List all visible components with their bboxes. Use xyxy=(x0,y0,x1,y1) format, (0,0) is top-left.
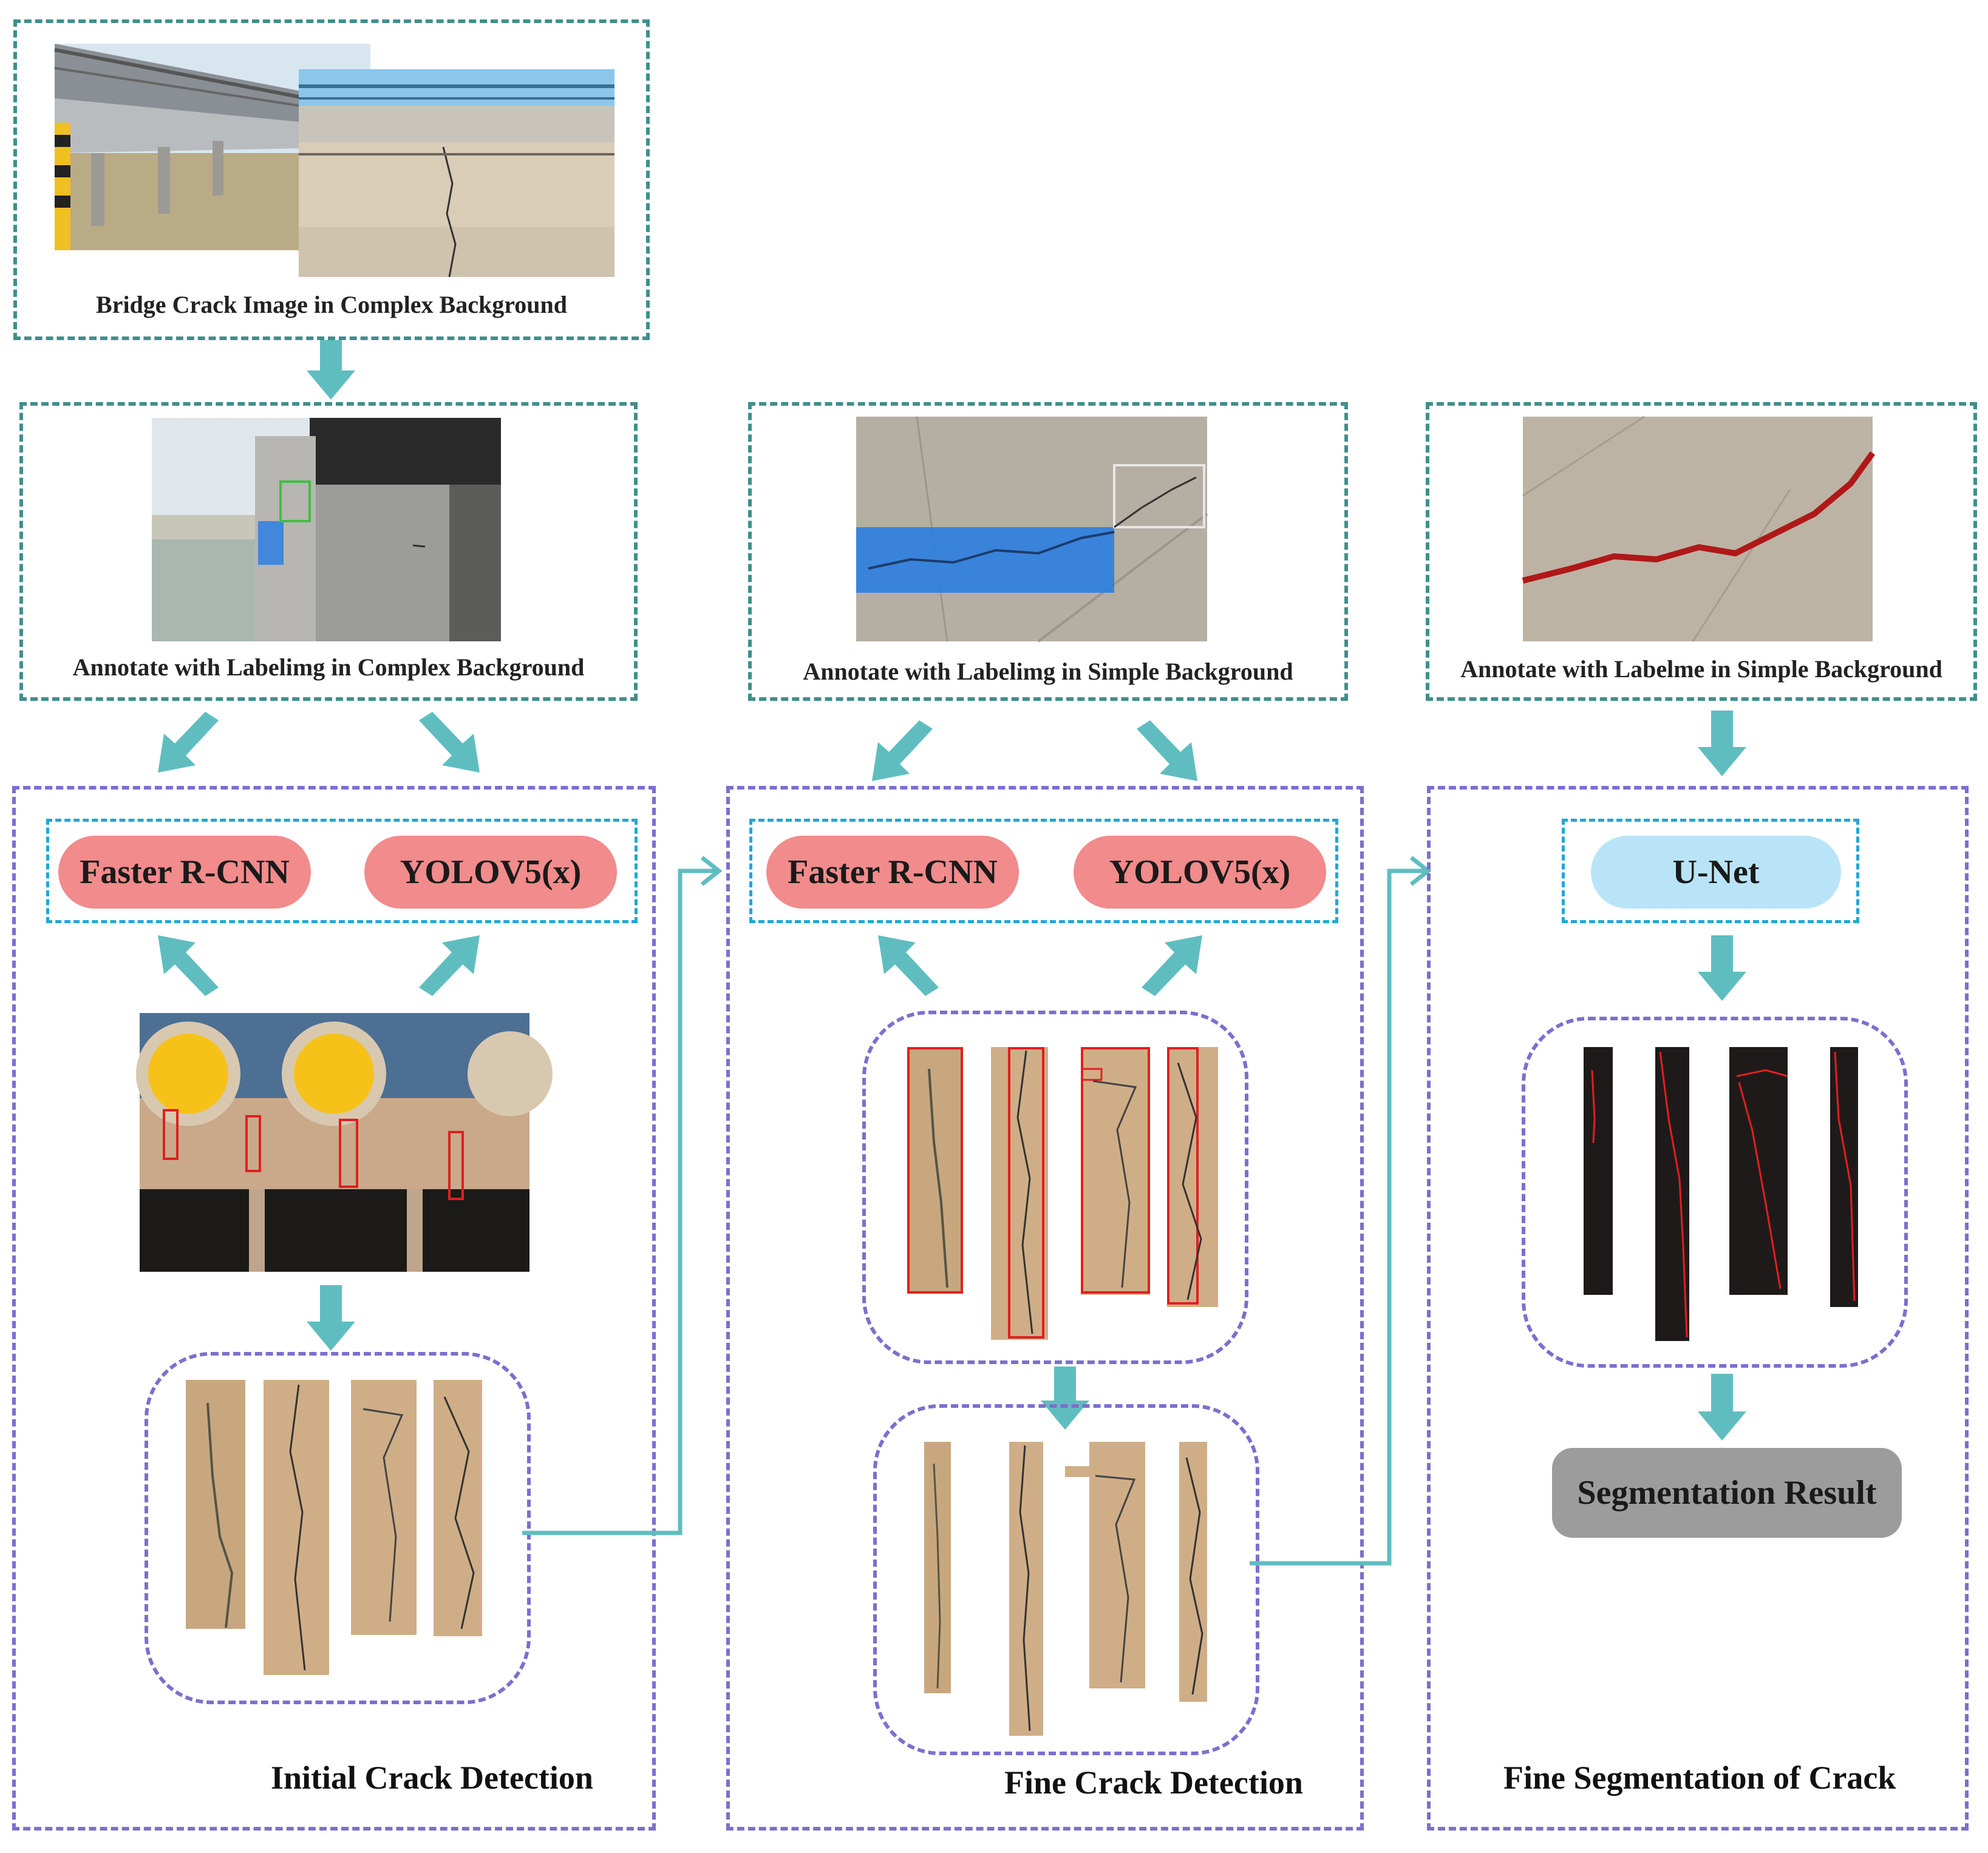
arrow-down-top xyxy=(307,340,355,400)
annotation-blue-box xyxy=(258,521,284,565)
arrow-annotate1-left xyxy=(158,712,219,773)
arrow-annotate3-down xyxy=(1698,711,1746,776)
arrow-annotate1-right xyxy=(419,712,480,773)
bridge-image-panel xyxy=(13,19,650,340)
annotate-caption-simple-labelme: Annotate with Labelme in Simple Backgrou… xyxy=(1460,655,1942,683)
annotate-caption-complex: Annotate with Labelimg in Complex Backgr… xyxy=(72,653,585,681)
arrow-initial-down xyxy=(307,1285,355,1351)
initial-models-group xyxy=(46,819,638,923)
initial-detection-panel xyxy=(12,786,656,1831)
fine-models-group xyxy=(749,819,1338,923)
crack-mask-line xyxy=(1522,451,1876,584)
annotation-green-box xyxy=(279,480,311,522)
arrow-annotate2-right xyxy=(1137,720,1197,781)
arrow-fine-down xyxy=(1041,1367,1089,1430)
arrow-annotate2-left xyxy=(872,720,933,781)
arrow-seg-down-1 xyxy=(1698,935,1746,1001)
segmentation-model-group xyxy=(1562,819,1859,923)
connector-initial-to-fine xyxy=(522,856,723,1535)
annotate-panel-simple-labelimg xyxy=(748,402,1348,701)
fine-detection-panel xyxy=(726,786,1364,1831)
annotate-panel-complex xyxy=(19,402,638,701)
annotate-caption-simple-labelimg: Annotate with Labelimg in Simple Backgro… xyxy=(803,658,1293,685)
arrow-initial-up-right xyxy=(419,935,480,996)
annotate-complex-photo xyxy=(152,418,501,641)
arrow-seg-down-2 xyxy=(1698,1374,1746,1441)
bridge-image-caption: Bridge Crack Image in Complex Background xyxy=(96,291,567,318)
fine-yolov5-pill: YOLOV5(x) xyxy=(1074,836,1326,909)
initial-yolov5-pill: YOLOV5(x) xyxy=(364,836,617,909)
initial-detection-title: Initial Crack Detection xyxy=(271,1759,593,1796)
annotation-blue-box xyxy=(856,527,1114,593)
arrow-initial-up-left xyxy=(158,935,219,996)
segmentation-masks xyxy=(1584,1047,1858,1341)
fine-refined-crops xyxy=(924,1442,1207,1736)
segmentation-masks-group xyxy=(1522,1017,1908,1368)
segmentation-title: Fine Segmentation of Crack xyxy=(1503,1759,1896,1796)
bridge-photo-composite xyxy=(54,44,614,278)
fine-refined-crops-group xyxy=(873,1404,1259,1755)
annotation-white-box xyxy=(1113,464,1205,528)
annotate-simple-photo xyxy=(856,416,1208,643)
segmentation-result-box: Segmentation Result xyxy=(1552,1448,1902,1538)
initial-crack-crops xyxy=(186,1380,482,1675)
initial-faster-rcnn-pill: Faster R-CNN xyxy=(58,836,311,909)
connector-fine-to-seg xyxy=(1250,856,1432,1566)
fine-detection-title: Fine Crack Detection xyxy=(1004,1764,1303,1801)
fine-faster-rcnn-pill: Faster R-CNN xyxy=(766,836,1019,909)
annotate-labelme-photo xyxy=(1522,415,1876,642)
arrow-fine-up-right xyxy=(1142,935,1202,996)
arrow-fine-up-left xyxy=(878,935,939,996)
unet-pill: U-Net xyxy=(1591,836,1841,909)
annotate-panel-simple-labelme xyxy=(1426,402,1977,701)
segmentation-panel xyxy=(1427,786,1969,1831)
initial-crops-group xyxy=(145,1352,531,1704)
fine-detected-crops-group xyxy=(862,1011,1248,1364)
initial-detection-photo xyxy=(136,1013,553,1272)
fine-detected-crops xyxy=(907,1047,1218,1340)
